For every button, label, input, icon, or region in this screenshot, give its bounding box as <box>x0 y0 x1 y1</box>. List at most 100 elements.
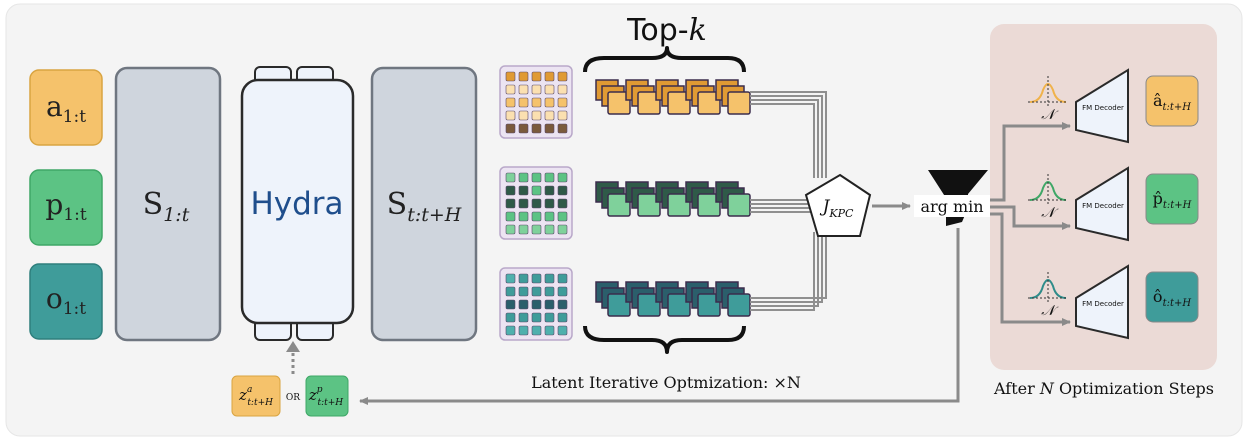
grid-cell <box>518 312 529 323</box>
fm-decoder-shape <box>1075 68 1129 144</box>
topk-item-front <box>667 193 691 217</box>
grid-cell <box>505 273 516 284</box>
input-a-label: a <box>46 90 63 123</box>
svg-text:a1:t: a1:t <box>46 90 86 127</box>
grid-cell <box>531 185 542 196</box>
after-pre: After <box>993 379 1035 398</box>
grid-pose <box>499 166 573 240</box>
grid-cell <box>505 172 516 183</box>
grid-cell <box>544 286 555 297</box>
output-label: p̂t:t+H <box>1153 189 1192 211</box>
fm-decoder-shape <box>1075 166 1129 242</box>
grid-cell <box>531 110 542 121</box>
grid-action <box>499 65 573 139</box>
hydra-block: Hydra <box>240 66 355 341</box>
grid-cell <box>531 97 542 108</box>
grid-cell <box>544 71 555 82</box>
grid-cell <box>544 123 555 134</box>
argmin-node: arg min <box>914 170 990 226</box>
fm-decoder-shape <box>1075 264 1129 340</box>
input-a-sub: 1:t <box>63 107 87 127</box>
topk-text: Top- <box>626 13 688 48</box>
objective-base: J <box>820 197 831 217</box>
input-box-p: p1:t <box>29 169 103 246</box>
grid-cell <box>531 299 542 310</box>
topk-item-front <box>607 91 631 115</box>
state-output-block: St:t+H <box>370 66 478 342</box>
topk-stack-action <box>595 79 751 115</box>
input-p-sub: 1:t <box>63 205 87 225</box>
after-var: N <box>1039 379 1055 398</box>
grid-cell <box>531 84 542 95</box>
state-out-label: S <box>387 187 408 222</box>
svg-text:p1:t: p1:t <box>45 188 86 225</box>
latent-a-base: z <box>238 386 247 404</box>
grid-cell <box>518 123 529 134</box>
grid-cell <box>531 286 542 297</box>
grid-cell <box>518 198 529 209</box>
topk-label: Top-k <box>626 13 707 48</box>
grid-cell <box>557 286 568 297</box>
grid-cell <box>557 123 568 134</box>
topk-item-front <box>727 293 751 317</box>
output-box <box>1145 173 1199 225</box>
grid-cell <box>518 71 529 82</box>
topk-item-front <box>727 91 751 115</box>
grid-cell <box>518 110 529 121</box>
grid-cell <box>518 185 529 196</box>
grid-cell <box>557 97 568 108</box>
state-encoder-block: S1:t <box>114 66 222 342</box>
svg-text:St:t+H: St:t+H <box>387 187 462 226</box>
topk-item-front <box>727 193 751 217</box>
grid-cell <box>557 110 568 121</box>
grid-cell <box>531 312 542 323</box>
grid-cell <box>544 110 555 121</box>
grid-cell <box>544 185 555 196</box>
latent-p-sup: p <box>317 385 323 395</box>
grid-cell <box>505 299 516 310</box>
grid-cell <box>557 198 568 209</box>
grid-cell <box>518 211 529 222</box>
grid-cell <box>544 224 555 235</box>
grid-cell <box>544 325 555 336</box>
topk-item-front <box>667 91 691 115</box>
grid-cell <box>557 84 568 95</box>
grid-cell <box>531 71 542 82</box>
connector-lines <box>750 91 827 311</box>
grid-cell <box>544 97 555 108</box>
grid-cell <box>505 224 516 235</box>
grid-cell <box>531 211 542 222</box>
grid-cell <box>544 273 555 284</box>
grid-cell <box>505 110 516 121</box>
grid-cell <box>544 299 555 310</box>
latent-p-sub: t:t+H <box>318 398 344 408</box>
grid-cell <box>505 185 516 196</box>
topk-brace <box>583 46 746 73</box>
output-label: ôt:t+H <box>1153 287 1191 309</box>
output-box <box>1145 271 1199 323</box>
grid-cell <box>505 325 516 336</box>
fm-decoder-label: FM Decoder <box>1082 300 1124 308</box>
topk-item-front <box>607 193 631 217</box>
grid-cell <box>518 172 529 183</box>
grid-cell <box>505 97 516 108</box>
grid-cell <box>518 97 529 108</box>
latent-arrow-head <box>286 341 300 352</box>
bottom-brace <box>583 325 746 354</box>
topk-item-front <box>637 91 661 115</box>
grid-cell <box>518 299 529 310</box>
topk-item-front <box>667 293 691 317</box>
grid-cell <box>505 198 516 209</box>
grid-cell <box>505 84 516 95</box>
grid-cell <box>505 312 516 323</box>
grid-cell <box>557 312 568 323</box>
topk-var: k <box>689 13 707 48</box>
grid-cell <box>505 211 516 222</box>
latent-a-sup: a <box>247 385 252 395</box>
state-in-sub: 1:t <box>163 204 189 226</box>
svg-text:JKPC: JKPC <box>820 197 854 220</box>
grid-cell <box>557 185 568 196</box>
grid-cell <box>531 172 542 183</box>
